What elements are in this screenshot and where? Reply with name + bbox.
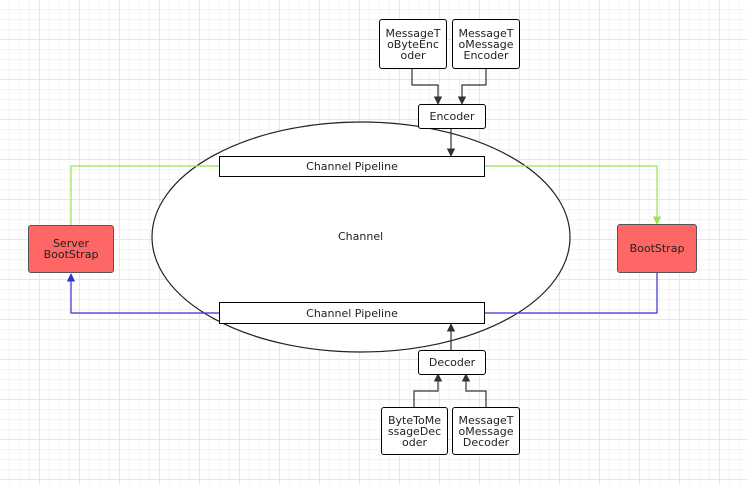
channel-pipeline-top[interactable]: Channel Pipeline — [219, 156, 485, 177]
green-connector-right — [484, 165, 662, 225]
encoder-node[interactable]: Encoder — [418, 104, 486, 129]
decoder-label: Decoder — [428, 356, 476, 369]
server-bootstrap-node[interactable]: Server BootStrap — [28, 225, 114, 273]
message-to-message-encoder-label: MessageToMessageEncoder — [458, 26, 514, 62]
message-to-message-decoder-label: MessageToMessageDecoder — [458, 413, 514, 449]
message-to-byte-encoder-node[interactable]: MessageToByteEncoder — [379, 19, 447, 69]
channel-label: Channel — [338, 230, 384, 243]
green-connector-left — [70, 165, 220, 225]
channel-pipeline-bottom[interactable]: Channel Pipeline — [219, 302, 485, 324]
channel-pipeline-top-label: Channel Pipeline — [306, 160, 398, 173]
arrow-msg-msg-decoder-to-decoder — [461, 373, 487, 407]
message-to-message-encoder-node[interactable]: MessageToMessageEncoder — [452, 19, 520, 69]
byte-to-message-decoder-label: ByteToMessageDecoder — [387, 413, 442, 449]
byte-to-message-decoder-node[interactable]: ByteToMessageDecoder — [381, 407, 448, 455]
arrow-msg-msg-encoder-to-encoder — [457, 68, 487, 105]
bootstrap-node[interactable]: BootStrap — [617, 224, 697, 273]
channel-ellipse — [151, 121, 571, 353]
encoder-label: Encoder — [429, 110, 475, 123]
message-to-byte-encoder-label: MessageToByteEncoder — [385, 26, 441, 62]
decoder-node[interactable]: Decoder — [418, 350, 486, 375]
message-to-message-decoder-node[interactable]: MessageToMessageDecoder — [452, 407, 520, 455]
arrow-msg-byte-encoder-to-encoder — [411, 68, 443, 105]
channel-pipeline-bottom-label: Channel Pipeline — [306, 306, 398, 320]
bootstrap-label: BootStrap — [629, 242, 685, 255]
server-bootstrap-label: Server BootStrap — [43, 237, 99, 261]
blue-connector-right — [484, 273, 658, 314]
blue-connector-left — [66, 273, 220, 314]
arrow-byte-msg-decoder-to-decoder — [413, 373, 443, 407]
